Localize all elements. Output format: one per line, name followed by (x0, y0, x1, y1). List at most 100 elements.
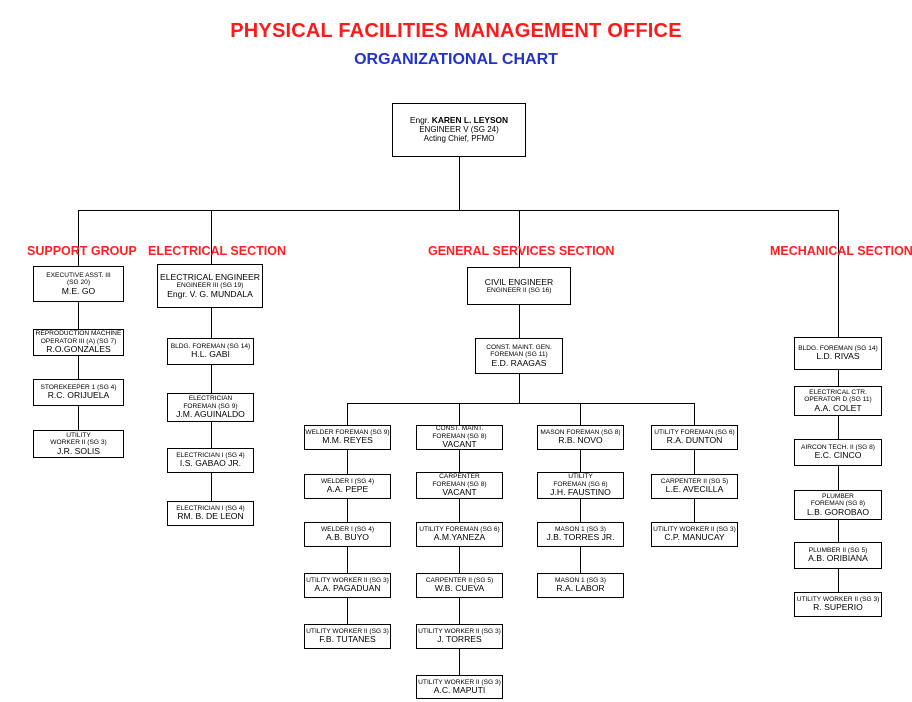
position-label: CARPENTER (439, 473, 480, 481)
general-col2-box: CONST. MAINT. FOREMAN (SG 8) VACANT (416, 425, 503, 450)
general-col2-box: CARPENTER FOREMAN (SG 8) VACANT (416, 472, 503, 499)
general-col2-box: UTILITY WORKER II (SG 3) A.C. MAPUTI (416, 675, 503, 699)
section-label-mechanical: MECHANICAL SECTION (770, 244, 912, 258)
staff-name: A.A. COLET (814, 402, 862, 413)
staff-name: L.D. RIVAS (816, 351, 860, 362)
electrical-box-gabi: BLDG. FOREMAN (SG 14) H.L. GABI (167, 338, 254, 365)
staff-name: J.M. AGUINALDO (176, 409, 245, 420)
staff-name: M.E. GO (61, 285, 96, 296)
position-label: UTILITY WORKER II (SG 3) (306, 577, 389, 584)
section-label-electrical: ELECTRICAL SECTION (148, 244, 286, 258)
position-label: FOREMAN (SG 11) (490, 351, 548, 359)
support-box-storekeeper: STOREKEEPER 1 (SG 4) R.C. ORIJUELA (33, 379, 124, 406)
electrical-box-aguinaldo: ELECTRICIAN FOREMAN (SG 9) J.M. AGUINALD… (167, 393, 254, 422)
electrical-engineer-box: ELECTRICAL ENGINEER ENGINEER III (SG 19)… (157, 264, 263, 308)
staff-name: L.E. AVECILLA (665, 484, 724, 495)
position-label: UTILITY WORKER II (SG 3) (306, 628, 389, 635)
general-col2-box: CARPENTER II (SG 5) W.B. CUEVA (416, 573, 503, 598)
position-label: FOREMAN (SG 8) (432, 432, 487, 440)
head-box: Engr. KAREN L. LEYSON ENGINEER V (SG 24)… (392, 103, 526, 157)
position-label: CONST. MAINT. GEN. (486, 343, 552, 351)
staff-name: A.A. PEPE (326, 484, 369, 495)
staff-name: M.M. REYES (322, 435, 373, 446)
staff-name: W.B. CUEVA (434, 583, 485, 594)
general-col1-box: UTILITY WORKER II (SG 3) A.A. PAGADUAN (304, 573, 391, 598)
general-col4-box: CARPENTER II (SG 5) L.E. AVECILLA (651, 474, 738, 499)
position-label: UTILITY WORKER II (SG 3) (796, 596, 880, 603)
staff-name: R.A. LABOR (556, 583, 605, 594)
staff-name: L.B. GOROBAO (806, 506, 870, 517)
civil-engineer-box: CIVIL ENGINEER ENGINEER II (SG 16) (467, 267, 571, 305)
general-col1-box: WELDER FOREMAN (SG 9) M.M. REYES (304, 425, 391, 450)
head-name-line: Engr. KAREN L. LEYSON (410, 116, 508, 125)
general-col3-box: MASON 1 (SG 3) J.B. TORRES JR. (537, 522, 624, 547)
electrical-box-gabao: ELECTRICIAN I (SG 4) I.S. GABAO JR. (167, 448, 254, 473)
mechanical-box: AIRCON TECH. II (SG 8) E.C. CINCO (794, 439, 882, 466)
position-label: AIRCON TECH. II (SG 8) (801, 444, 875, 451)
staff-name: J.H. FAUSTINO (550, 487, 611, 498)
staff-name: A.C. MAPUTI (433, 684, 486, 695)
position-label: WORKER II (SG 3) (50, 439, 107, 447)
staff-name: H.L. GABI (191, 349, 230, 360)
position-label: STOREKEEPER 1 (SG 4) (40, 384, 117, 391)
position-label: MASON 1 (SG 3) (555, 577, 606, 584)
head-position: ENGINEER V (SG 24) (419, 124, 499, 134)
section-label-general: GENERAL SERVICES SECTION (428, 244, 615, 258)
position-label: BLDG. FOREMAN (SG 14) (798, 345, 878, 352)
chart-title: PHYSICAL FACILITIES MANAGEMENT OFFICE (230, 20, 682, 42)
section-label-support: SUPPORT GROUP (27, 244, 137, 258)
staff-name: R.C. ORIJUELA (47, 390, 110, 401)
mechanical-box: UTILITY WORKER II (SG 3) R. SUPERIO (794, 592, 882, 617)
staff-name: R. SUPERIO (813, 602, 863, 613)
staff-name: R.A. DUNTON (666, 435, 723, 446)
position-label: UTILITY (66, 431, 91, 439)
staff-name: R.B. NOVO (558, 435, 603, 446)
position-label: ENGINEER III (SG 19) (176, 282, 244, 290)
general-col3-box: UTILITY FOREMAN (SG 6) J.H. FAUSTINO (537, 472, 624, 499)
general-col2-box: UTILITY WORKER II (SG 3) J. TORRES (416, 624, 503, 649)
general-col3-box: MASON FOREMAN (SG 8) R.B. NOVO (537, 425, 624, 450)
staff-name: VACANT (442, 439, 477, 450)
general-col4-box: UTILITY WORKER II (SG 3) C.P. MANUCAY (651, 522, 738, 547)
position-label: WELDER FOREMAN (SG 9) (305, 429, 390, 436)
position-label: WELDER I (SG 4) (320, 526, 375, 533)
position-label: BLDG. FOREMAN (SG 14) (170, 343, 251, 350)
position-label: CARPENTER II (SG 5) (660, 478, 729, 485)
electrical-box-de-leon: ELECTRICIAN I (SG 4) RM. B. DE LEON (167, 501, 254, 526)
position-label: UTILITY (568, 473, 593, 481)
position-label: UTILITY WORKER II (SG 3) (418, 678, 501, 686)
position-label: ENGINEER II (SG 16) (486, 287, 552, 295)
position-label: OPERATOR D (SG 11) (804, 396, 872, 404)
position-label: MASON FOREMAN (SG 8) (540, 429, 621, 436)
staff-name: RM. B. DE LEON (177, 511, 244, 522)
mechanical-box: PLUMBER II (SG 5) A.B. ORIBIANA (794, 542, 882, 569)
position-label: ELECTRICIAN (188, 395, 233, 403)
position-label: ELECTRICAL ENGINEER (160, 271, 260, 282)
position-label: UTILITY FOREMAN (SG 6) (654, 429, 735, 436)
staff-name: J.R. SOLIS (57, 445, 100, 456)
general-col1-box: UTILITY WORKER II (SG 3) F.B. TUTANES (304, 624, 391, 649)
position-label: ELECTRICIAN I (SG 4) (176, 505, 245, 512)
position-label: CARPENTER II (SG 5) (425, 577, 494, 584)
staff-name: E.D. RAAGAS (491, 357, 547, 368)
position-label: UTILITY WORKER II (SG 3) (653, 526, 736, 533)
position-label: ELECTRICIAN I (SG 4) (176, 452, 245, 459)
mechanical-box: PLUMBER FOREMAN (SG 8) L.B. GOROBAO (794, 490, 882, 520)
position-label: UTILITY FOREMAN (SG 6) (419, 526, 500, 533)
general-col4-box: UTILITY FOREMAN (SG 6) R.A. DUNTON (651, 425, 738, 450)
general-col1-box: WELDER I (SG 4) A.A. PEPE (304, 474, 391, 499)
staff-name: F.B. TUTANES (319, 634, 376, 645)
staff-name: Engr. V. G. MUNDALA (167, 288, 253, 299)
position-label: REPRODUCTION MACHINE (35, 330, 122, 338)
mechanical-box: BLDG. FOREMAN (SG 14) L.D. RIVAS (794, 337, 882, 370)
position-label: EXECUTIVE ASST. III (46, 271, 111, 279)
position-label: UTILITY WORKER II (SG 3) (418, 628, 501, 635)
staff-name: A.M.YANEZA (433, 532, 486, 543)
general-foreman-box: CONST. MAINT. GEN. FOREMAN (SG 11) E.D. … (475, 338, 563, 374)
general-col2-box: UTILITY FOREMAN (SG 6) A.M.YANEZA (416, 522, 503, 547)
head-role: Acting Chief, PFMO (423, 133, 495, 143)
head-name: KAREN L. LEYSON (431, 115, 509, 126)
staff-name: C.P. MANUCAY (664, 532, 725, 543)
staff-name: A.B. BUYO (326, 532, 369, 543)
position-label: FOREMAN (SG 6) (553, 480, 608, 488)
